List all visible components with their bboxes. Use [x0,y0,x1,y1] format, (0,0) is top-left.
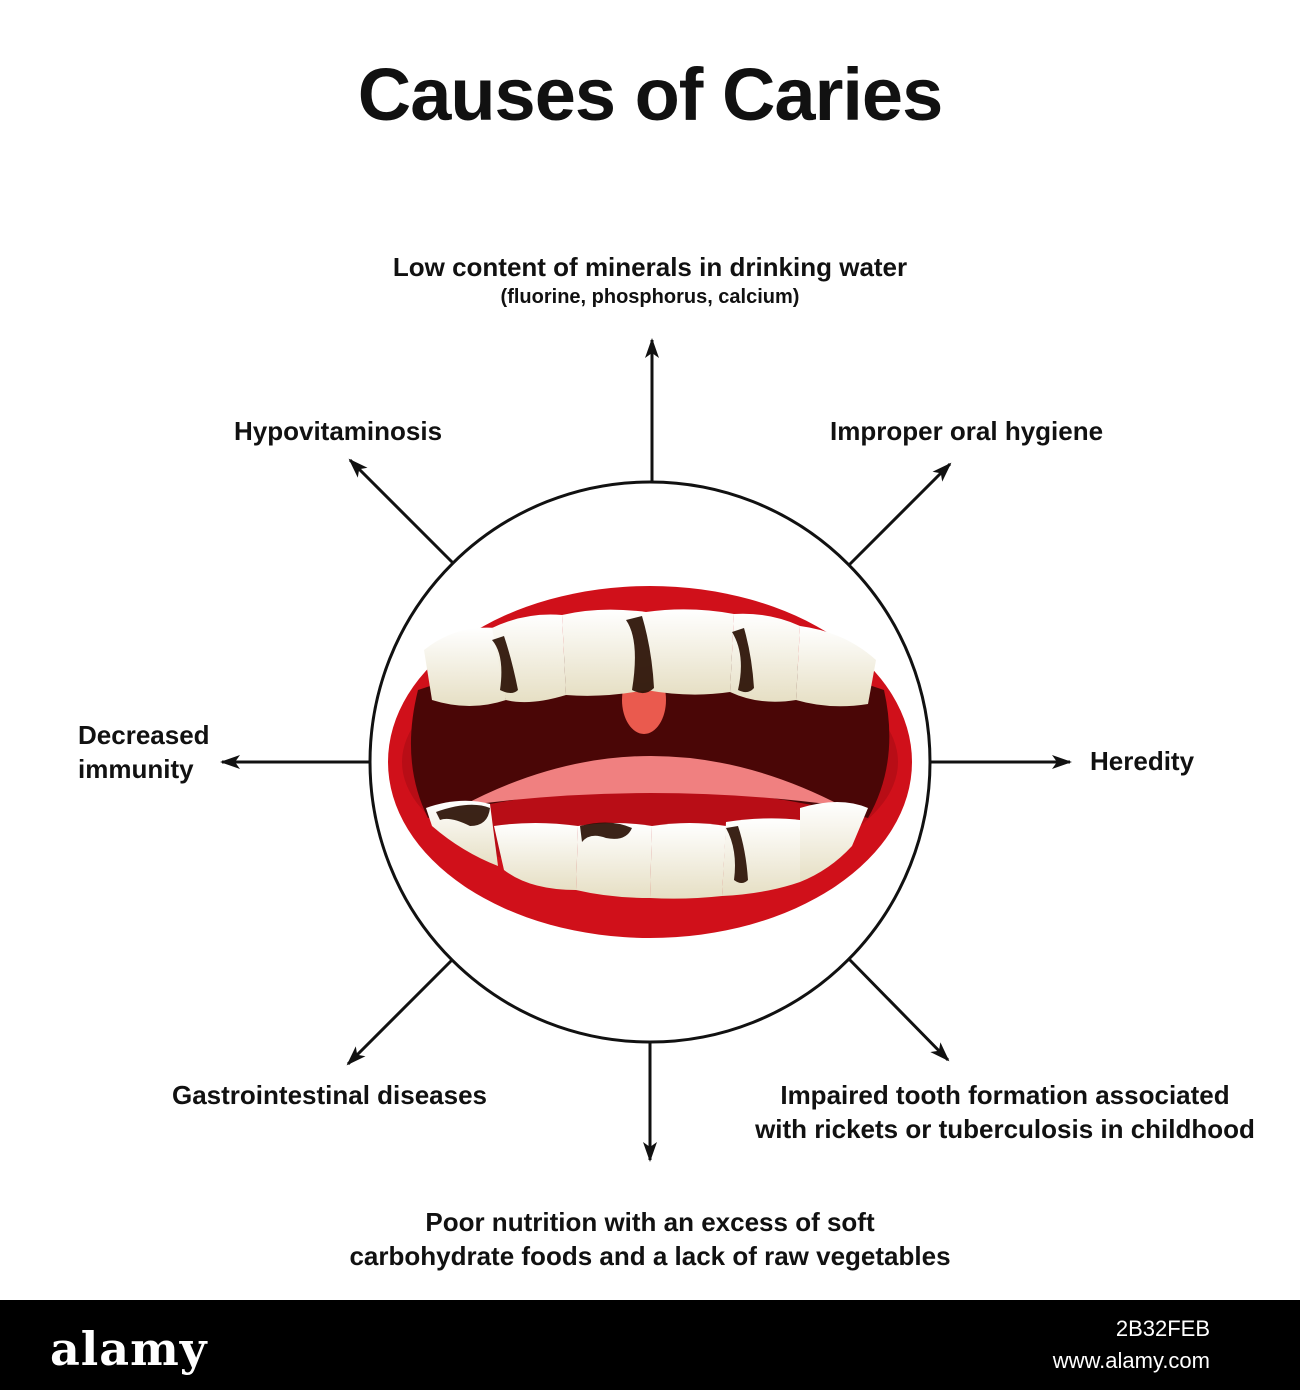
cause-right: Heredity [1090,746,1195,776]
arrow-bottom-left [346,956,456,1066]
mouth-illustration [388,586,912,938]
cause-left-line2: immunity [78,754,194,784]
footer-bar: alamy 2B32FEB www.alamy.com [0,1300,1300,1390]
alamy-logo: alamy [50,1322,208,1376]
cause-bottom-right: Impaired tooth formation associated with… [720,1078,1290,1146]
cause-arrows [220,338,1072,1162]
tongue [462,756,842,806]
arrow-bottom-right [846,956,950,1062]
cause-left: Decreased immunity [78,718,210,786]
arrow-top-left [348,458,458,568]
decay-spots [436,616,754,883]
cause-left-line1: Decreased [78,720,210,750]
upper-teeth [424,609,876,707]
cause-bottom-line1: Poor nutrition with an excess of soft [425,1207,875,1237]
upper-tooth [796,626,876,707]
cause-bottom-right-line1: Impaired tooth formation associated [780,1080,1230,1110]
lower-tooth [800,802,868,882]
cause-top-line2: (fluorine, phosphorus, calcium) [500,286,800,308]
cause-bottom-left: Gastrointestinal diseases [172,1080,488,1110]
caries-diagram [220,338,1072,1162]
lower-tooth [494,823,578,890]
cause-top-right: Improper oral hygiene [830,416,1104,446]
image-id: 2B32FEB [1115,1316,1210,1341]
diagram-title: Causes of Caries [357,53,944,136]
upper-tooth [424,627,506,706]
cause-top: Low content of minerals in drinking wate… [350,250,950,310]
upper-tooth [646,609,734,695]
lower-tooth [576,823,652,898]
cause-top-line1: Low content of minerals in drinking wate… [392,252,908,282]
cause-top-left: Hypovitaminosis [234,416,443,446]
arrow-top-right [846,462,952,568]
website-url: www.alamy.com [1052,1348,1210,1373]
cause-bottom-right-line2: with rickets or tuberculosis in childhoo… [755,1114,1255,1144]
cause-bottom-line2: carbohydrate foods and a lack of raw veg… [349,1241,951,1271]
cause-bottom: Poor nutrition with an excess of soft ca… [300,1205,1000,1273]
lower-tooth [650,823,726,899]
upper-tooth [562,609,646,696]
